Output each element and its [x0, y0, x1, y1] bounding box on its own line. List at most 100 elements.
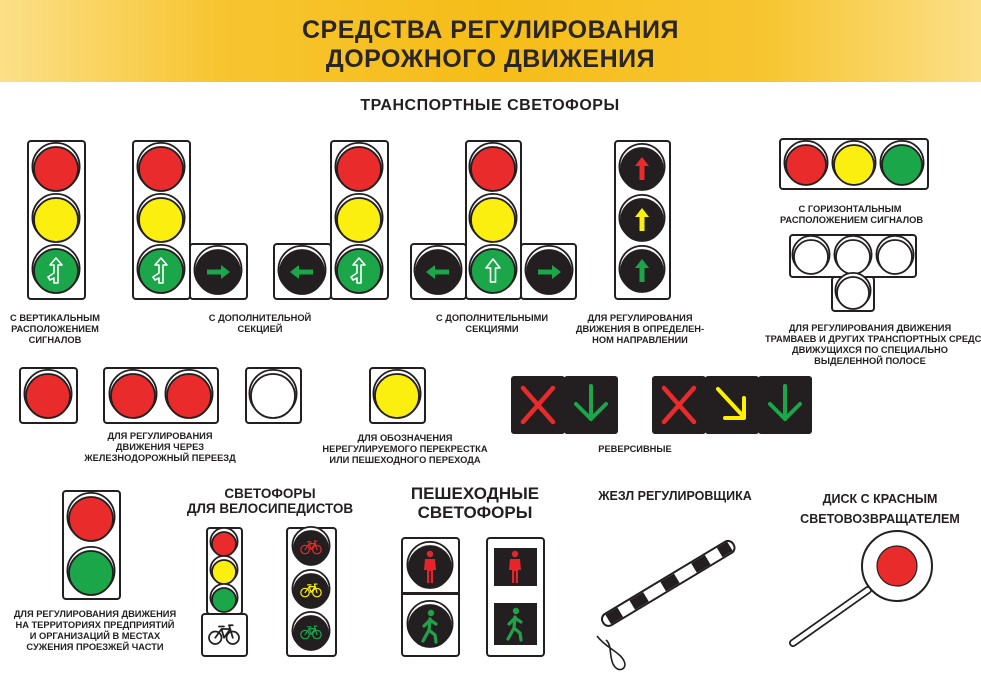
arrow-up-icon: [635, 157, 649, 180]
arrow-straight-left-icon: [47, 257, 63, 284]
bicycle-sign-panel: [201, 613, 248, 657]
caption-line: ТРАМВАЕВ И ДРУГИХ ТРАНСПОРТНЫХ СРЕДСТВ: [765, 334, 981, 344]
lamp-lens: [470, 146, 516, 192]
lamp-yellow: [334, 192, 384, 243]
bicycle-wheel: [300, 587, 310, 598]
lamp-lens: [166, 373, 212, 419]
cross-stroke: [661, 385, 697, 425]
lamp-lens: [68, 550, 114, 596]
caption-line: ДЛЯ РЕГУЛИРОВАНИЯ ДВИЖЕНИЯ: [788, 323, 952, 333]
lamp-lens: [336, 248, 382, 294]
arrow-head: [574, 402, 608, 421]
lamp-lens: [250, 373, 296, 419]
arrow-up-outline-icon: [485, 258, 501, 283]
body: [424, 559, 436, 583]
lamp-green: [879, 139, 925, 186]
baton-body: [600, 539, 736, 627]
caption-line: С ДОПОЛНИТЕЛЬНОЙ: [208, 313, 312, 323]
head: [426, 550, 434, 558]
lamp-red: [334, 141, 384, 192]
caption-line: ЖЕЛЕЗНОДОРОЖНЫЙ ПЕРЕЕЗД: [84, 453, 236, 463]
lamp-lens: [793, 239, 829, 275]
caption-line: ИЛИ ПЕШЕХОДНОГО ПЕРЕХОДА: [329, 455, 481, 465]
lamp-lens: [881, 144, 923, 186]
bicycle-icon: [300, 540, 322, 555]
arrow-left-icon: [426, 265, 449, 279]
arrow-shape: [207, 265, 230, 279]
lamp-white: [248, 368, 298, 419]
caption-line: ВЫДЕЛЕННОЙ ПОЛОСЕ: [814, 356, 926, 366]
housing-divider: [402, 592, 459, 595]
bicycle-icon: [300, 583, 322, 598]
arrow-straight-left-icon: [152, 257, 168, 284]
baton-icon: [596, 539, 736, 671]
lamp-yellow: [468, 192, 518, 243]
lamp-green: [334, 243, 384, 294]
caption-line: СЕКЦИЕЙ: [237, 324, 283, 334]
arrow-up-icon: [635, 259, 649, 282]
caption-tram: ДЛЯ РЕГУЛИРОВАНИЯ ДВИЖЕНИЯ ТРАМВАЕВ И ДР…: [765, 323, 981, 367]
caption-line: ДВИЖУЩИХСЯ ПО СПЕЦИАЛЬНО: [792, 345, 948, 355]
lamp-yellow: [372, 368, 422, 419]
lamp-lens: [785, 144, 827, 186]
caption-line: И ОРГАНИЗАЦИЙ В МЕСТАХ: [29, 631, 161, 641]
page-title: СРЕДСТВА РЕГУЛИРОВАНИЯ ДОРОЖНОГО ДВИЖЕНИ…: [0, 16, 981, 74]
bicycle-icon: [208, 624, 240, 645]
head: [512, 607, 520, 615]
lamp-lens: [33, 248, 79, 294]
lamp-green: [209, 583, 239, 613]
caption-line: НЕРЕГУЛИРУЕМОГО ПЕРЕКРЕСТКА: [322, 444, 488, 454]
caption-line: НОМ НАПРАВЛЕНИИ: [592, 335, 688, 345]
lamp-lens: [470, 248, 516, 294]
bicycle-wheel: [208, 630, 223, 645]
arrow-left-icon: [290, 265, 313, 279]
arrow-diagonal-icon: [716, 387, 746, 420]
arrow-up-icon: [635, 208, 649, 231]
lamp-green: [468, 243, 518, 294]
arrow-right-icon: [538, 265, 561, 279]
baton-strap: [596, 635, 626, 671]
lamp-lens: [470, 197, 516, 243]
disk-heading-line1: ДИСК С КРАСНЫМ: [822, 492, 938, 506]
caption-line: СУЖЕНИЯ ПРОЕЗЖЕЙ ЧАСТИ: [26, 642, 164, 652]
lamp-lens: [336, 146, 382, 192]
bicycle-frame: [304, 625, 318, 636]
lamp-lens: [138, 248, 184, 294]
pedestrian-walking-icon: [506, 607, 523, 642]
caption-additional-sections: С ДОПОЛНИТЕЛЬНЫМИ СЕКЦИЯМИ: [427, 313, 557, 335]
arrow-shape: [485, 258, 501, 283]
lamp-red: [31, 141, 81, 192]
bicycle-wheel: [225, 630, 240, 645]
disk-heading-line2: СВЕТОВОЗВРАЩАТЕЛЕМ: [800, 512, 960, 526]
pedestrian-heading-line1: ПЕШЕХОДНЫЕ: [410, 484, 540, 503]
pedestrian-standing-icon: [509, 550, 521, 583]
arrow-shape: [47, 257, 63, 284]
title-line-2: ДОРОЖНОГО ДВИЖЕНИЯ: [325, 45, 656, 73]
lamp-lens: [110, 373, 156, 419]
lamp-lens: [211, 531, 237, 557]
bicycle-heading-line2: ДЛЯ ВЕЛОСИПЕДИСТОВ: [186, 501, 354, 516]
disk-reflector: [876, 545, 918, 587]
disk-handle: [790, 587, 871, 646]
lamp-lens: [138, 197, 184, 243]
baton-stripe: [605, 607, 624, 625]
arrow-down-icon: [768, 384, 802, 421]
lamp-off: [291, 526, 331, 566]
caption-additional-section: С ДОПОЛНИТЕЛЬНОЙ СЕКЦИЕЙ: [195, 313, 325, 335]
title-line-1: СРЕДСТВА РЕГУЛИРОВАНИЯ: [301, 16, 679, 44]
body: [509, 559, 521, 583]
head: [427, 609, 435, 617]
lamp-green: [66, 546, 116, 596]
lamp-off: [291, 569, 331, 609]
bicycle-wheel: [300, 544, 310, 555]
arrow-straight-left-icon: [350, 257, 366, 284]
pedestrian-standing-icon: [424, 550, 436, 583]
lamp-red: [66, 491, 116, 542]
lamp-lens: [211, 559, 237, 585]
lamp-green: [31, 243, 81, 294]
lamp-red: [783, 139, 829, 186]
bicycle-frame: [304, 540, 318, 551]
arrow-shape: [152, 257, 168, 284]
caption-vertical: С ВЕРТИКАЛЬНЫМ РАСПОЛОЖЕНИЕМ СИГНАЛОВ: [5, 313, 105, 346]
pedestrian-heading-line2: СВЕТОФОРЫ: [417, 503, 533, 522]
